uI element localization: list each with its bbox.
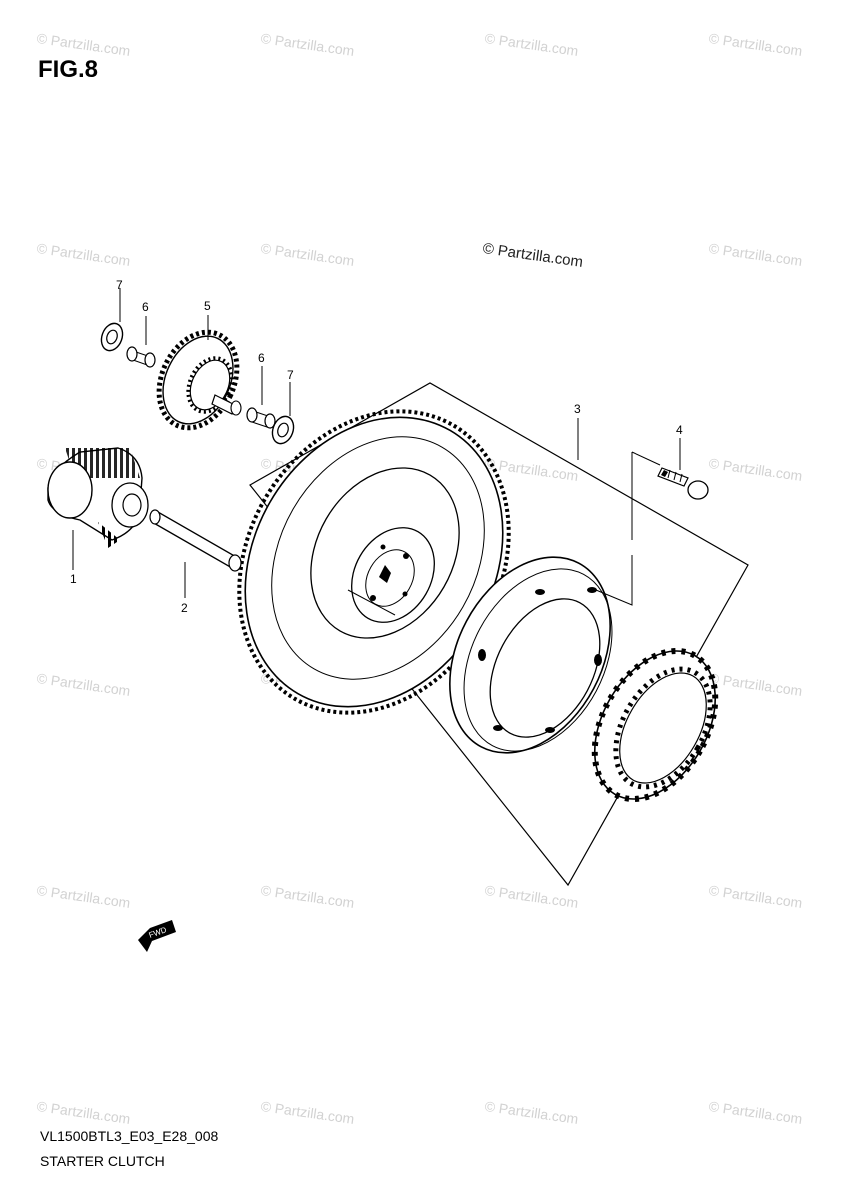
figure-title: FIG.8	[38, 56, 99, 83]
callout-1: 1	[70, 572, 77, 586]
callout-4: 4	[676, 423, 683, 437]
reduction-gear	[156, 315, 242, 431]
bushing	[246, 366, 276, 429]
washer	[271, 382, 295, 445]
diagram-caption: STARTER CLUTCH	[40, 1153, 165, 1169]
idle-gear-shaft	[149, 509, 242, 598]
callout-2: 2	[181, 601, 188, 615]
idle-gear	[47, 447, 149, 570]
diagram-code: VL1500BTL3_E03_E28_008	[40, 1128, 219, 1144]
starter-clutch-gear	[237, 409, 511, 715]
callout-5: 5	[204, 299, 211, 313]
callout-6: 6	[258, 351, 265, 365]
callout-3: 3	[574, 402, 581, 416]
callout-7: 7	[116, 278, 123, 292]
bushing	[126, 316, 156, 368]
one-way-clutch	[591, 648, 719, 802]
bolt	[595, 438, 709, 606]
callout-6: 6	[142, 300, 149, 314]
callout-7: 7	[287, 368, 294, 382]
washer	[100, 288, 124, 352]
clutch-housing	[449, 556, 613, 754]
forward-arrow-icon: FWD	[138, 920, 176, 952]
